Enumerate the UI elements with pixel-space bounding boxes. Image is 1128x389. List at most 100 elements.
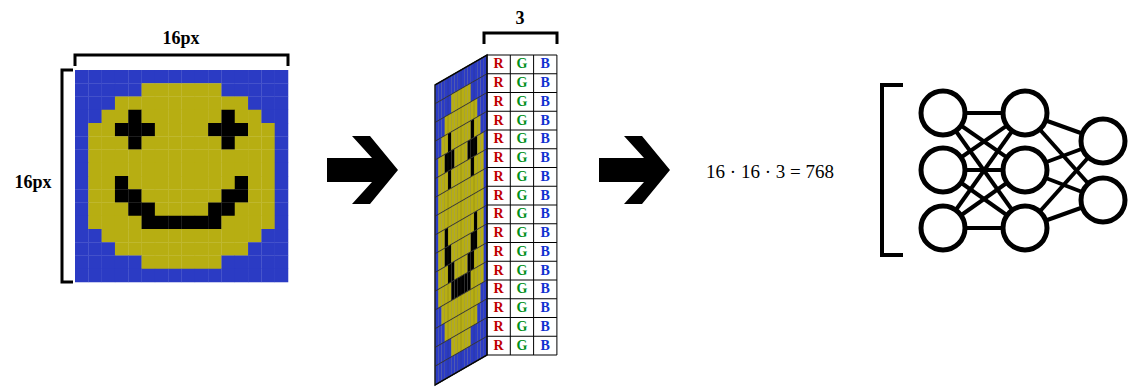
pixel [448,263,451,284]
pixel [102,242,116,256]
pixel-grid [464,68,465,368]
channel-letter: R [494,300,504,316]
pixel [195,83,209,97]
pixel [448,282,451,303]
pixel [458,332,461,353]
pixel [221,189,235,203]
pixel [102,229,116,243]
pixel [208,189,222,203]
pixel [458,351,461,372]
pixel [438,137,441,158]
pixel [88,216,102,230]
nn-neuron [921,206,965,250]
pixel [261,203,275,217]
cell-line [487,336,557,337]
pixel [102,163,116,177]
channel-letter: B [541,150,550,166]
pixel [115,256,129,270]
pixel [458,314,461,335]
pixel [451,111,454,132]
pixel [88,269,102,283]
pixel [442,98,445,119]
pixel [75,189,89,203]
pixel [88,176,102,190]
pixel [75,136,89,150]
pixel [474,79,477,100]
pixel [458,89,461,110]
pixel [464,179,467,200]
cell-line [487,186,557,187]
pixel [115,229,129,243]
pixel [208,83,222,97]
pixel [461,124,464,145]
pixel [458,239,461,260]
cell-line [487,148,557,149]
pixel [438,231,441,252]
pixel [195,97,209,111]
pixel [208,269,222,283]
pixel [445,340,448,361]
nn-neuron [1081,119,1125,163]
pixel-grid [435,205,487,235]
pixel [464,66,467,87]
pixel [182,229,196,243]
pixel [182,176,196,190]
pixel [168,163,182,177]
pixel [438,175,441,196]
pixel [155,97,169,111]
pixel [115,110,129,124]
pixel [471,194,474,215]
pixel [182,203,196,217]
pixel [451,130,454,151]
pixel [468,139,471,160]
pixel [474,248,477,269]
channel-letter: G [517,75,528,91]
pixel [275,150,289,164]
pixel [261,242,275,256]
pixel [448,94,451,115]
pixel [448,76,451,97]
pixel [182,150,196,164]
pixel [142,83,156,97]
pixel [195,70,209,84]
pixel [471,62,474,83]
pixel [155,83,169,97]
pixel [458,257,461,278]
channel-letter: B [541,56,550,72]
pixel [221,242,235,256]
pixel [128,189,142,203]
pixel [461,312,464,333]
pixel [168,97,182,111]
pixel [468,158,471,179]
pixel [102,136,116,150]
pixel [168,83,182,97]
pixel [445,96,448,117]
pixel [468,346,471,367]
pixel [275,83,289,97]
pixel [168,70,182,84]
pixel [445,227,448,248]
pixel [442,173,445,194]
pixel [102,256,116,270]
cell-line [487,298,557,299]
pixel [168,242,182,256]
pixel [75,176,89,190]
pixel [461,143,464,164]
channel-letter: B [541,225,550,241]
pixel [115,83,129,97]
pixel [102,70,116,84]
pixel [438,287,441,308]
pixel [75,203,89,217]
pixel-grid [467,66,468,366]
channel-letter: G [517,131,528,147]
pixel [208,216,222,230]
pixel [248,123,262,137]
pixel [464,160,467,181]
pixel [102,269,116,283]
pixel [261,70,275,84]
pixel [455,334,458,355]
pixel [155,256,169,270]
pixel [471,269,474,290]
pixel [261,176,275,190]
